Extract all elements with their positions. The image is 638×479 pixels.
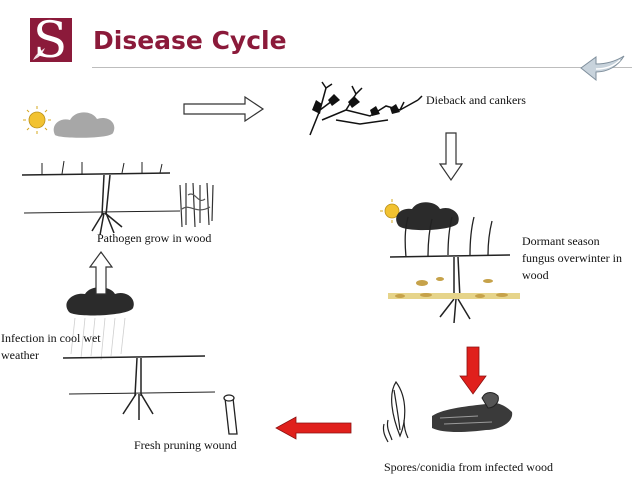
sun-icon: [23, 106, 51, 134]
dormant-vine-illustration: [380, 199, 520, 324]
university-logo: S: [30, 12, 72, 68]
label-pathogen: Pathogen grow in wood: [97, 231, 212, 245]
arrow-down-red: [459, 346, 487, 395]
dark-cloud-icon: [396, 202, 459, 231]
label-infection: Infection in cool wet weather: [1, 331, 101, 362]
title-divider: [92, 67, 632, 68]
label-dieback: Dieback and cankers: [426, 93, 526, 107]
label-dormant: Dormant season fungus overwinter in wood: [522, 234, 622, 282]
label-pruning: Fresh pruning wound: [134, 438, 237, 452]
curved-back-arrow-icon[interactable]: [578, 52, 628, 84]
dieback-tree-illustration: [309, 81, 423, 136]
sun-icon: [380, 199, 404, 223]
spores-wood-illustration: [382, 380, 513, 443]
logo-letter: S: [33, 11, 68, 69]
pruning-cut-icon: [223, 394, 238, 435]
label-spores: Spores/conidia from infected wood: [384, 460, 553, 474]
arrow-right-outline: [183, 95, 265, 123]
oak-leaf-icon: [33, 48, 45, 60]
page-title: Disease Cycle: [93, 26, 287, 55]
grey-cloud-icon: [53, 112, 115, 138]
arrow-left-red: [275, 416, 352, 440]
pathogen-vine-illustration: [21, 106, 214, 236]
arrow-down-outline: [438, 132, 464, 182]
dark-cloud-icon: [66, 287, 134, 316]
infection-vine-illustration: [62, 287, 238, 435]
arrow-up-outline: [88, 250, 114, 295]
